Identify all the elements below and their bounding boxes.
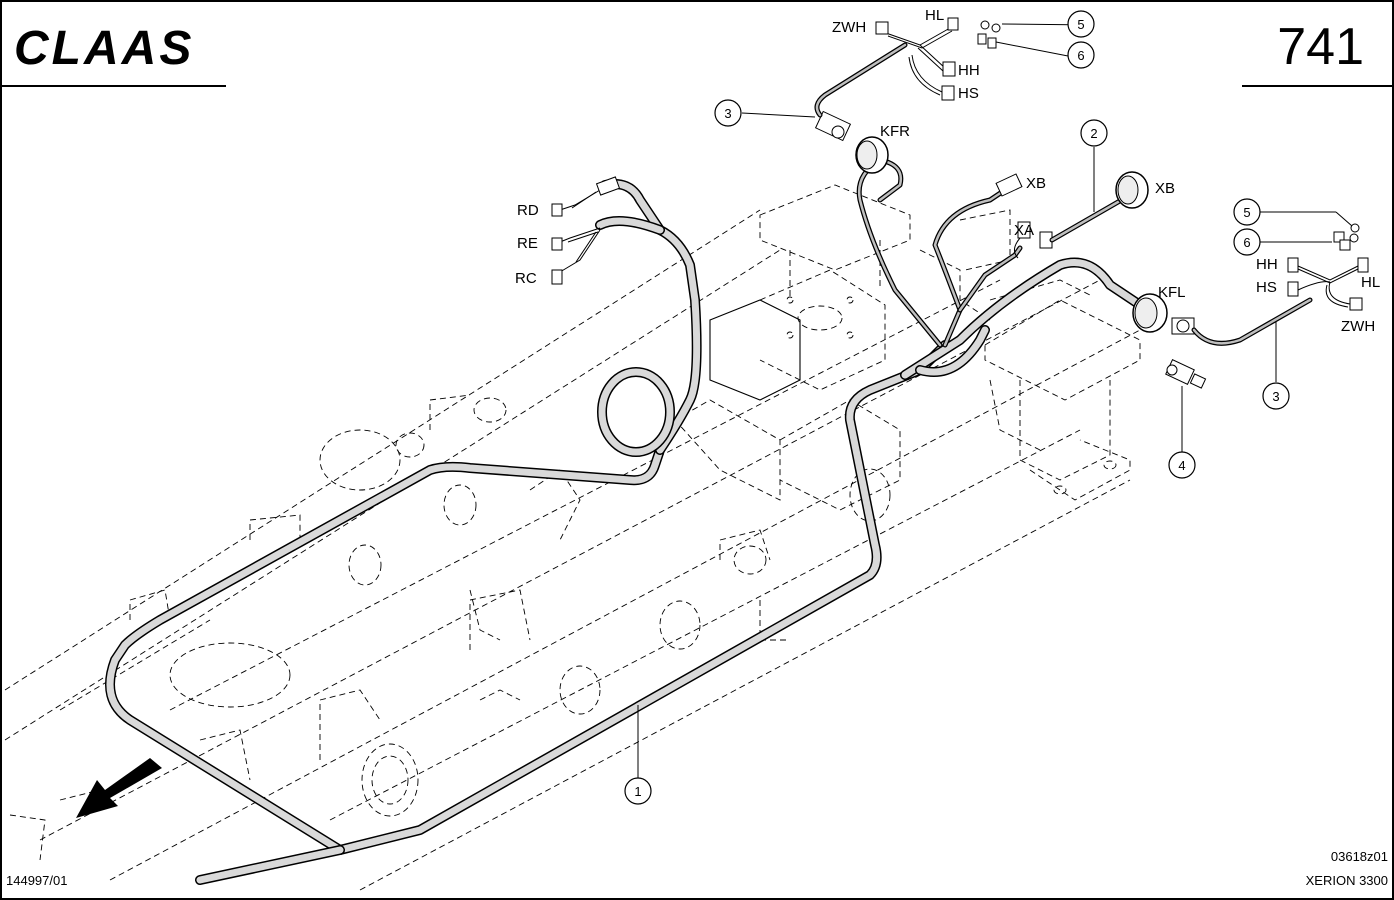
callout-1: 1 — [624, 777, 652, 805]
callout-2: 2 — [1080, 119, 1108, 147]
label-xa: XA — [1014, 222, 1034, 239]
page-number: 741 — [1277, 18, 1364, 76]
label-hs-top: HS — [958, 85, 979, 102]
svg-text:6: 6 — [1077, 48, 1084, 63]
label-hs-right: HS — [1256, 279, 1277, 296]
svg-text:6: 6 — [1243, 235, 1250, 250]
label-hl-right: HL — [1361, 274, 1380, 291]
model-name: XERION 3300 — [1306, 873, 1388, 888]
label-kfl: KFL — [1158, 284, 1186, 301]
drawing-code: 03618z01 — [1331, 849, 1388, 864]
top-connector-cluster — [875, 17, 1001, 101]
svg-text:3: 3 — [724, 106, 731, 121]
callout-6-top: 6 — [1067, 41, 1095, 69]
callout-5-right: 5 — [1233, 198, 1261, 226]
callout-6-right: 6 — [1233, 228, 1261, 256]
svg-text:2: 2 — [1090, 126, 1097, 141]
label-zwh-top: ZWH — [832, 19, 866, 36]
kfl-sensor — [1132, 293, 1313, 389]
svg-text:5: 5 — [1243, 205, 1250, 220]
connector-labels: ZWH HL HH HS KFR XB XB XA KFL RD RE RC H… — [515, 7, 1380, 335]
svg-text:3: 3 — [1272, 389, 1279, 404]
label-rd: RD — [517, 202, 539, 219]
label-rc: RC — [515, 270, 537, 287]
label-xb-right: XB — [1155, 180, 1175, 197]
callout-5-top: 5 — [1067, 10, 1095, 38]
chassis-frame — [4, 209, 1141, 891]
callout-3-right: 3 — [1262, 382, 1290, 410]
callout-4: 4 — [1168, 451, 1196, 479]
document-number: 144997/01 — [6, 873, 67, 888]
label-zwh-right: ZWH — [1341, 318, 1375, 335]
branch-wires — [856, 157, 1023, 348]
callout-3-left: 3 — [714, 99, 742, 127]
callout-leaders — [637, 23, 1353, 778]
label-xb-left: XB — [1026, 175, 1046, 192]
right-connector-cluster — [1287, 223, 1369, 311]
label-kfr: KFR — [880, 123, 910, 140]
arrow-down-left-icon — [76, 758, 162, 818]
brand-logo: CLAAS — [14, 22, 194, 75]
axle-housing — [674, 184, 1141, 511]
svg-text:4: 4 — [1178, 458, 1185, 473]
main-wiring-harness — [105, 179, 1145, 885]
rd-re-rc-connectors — [551, 176, 621, 285]
chassis-bosses — [169, 397, 891, 817]
xb-xa-connectors — [995, 171, 1149, 259]
label-hh-right: HH — [1256, 256, 1278, 273]
label-hh-top: HH — [958, 62, 980, 79]
svg-text:1: 1 — [634, 784, 641, 799]
kfr-sensor — [814, 42, 908, 174]
svg-text:5: 5 — [1077, 17, 1084, 32]
label-hl-top: HL — [925, 7, 944, 24]
label-re: RE — [517, 235, 538, 252]
